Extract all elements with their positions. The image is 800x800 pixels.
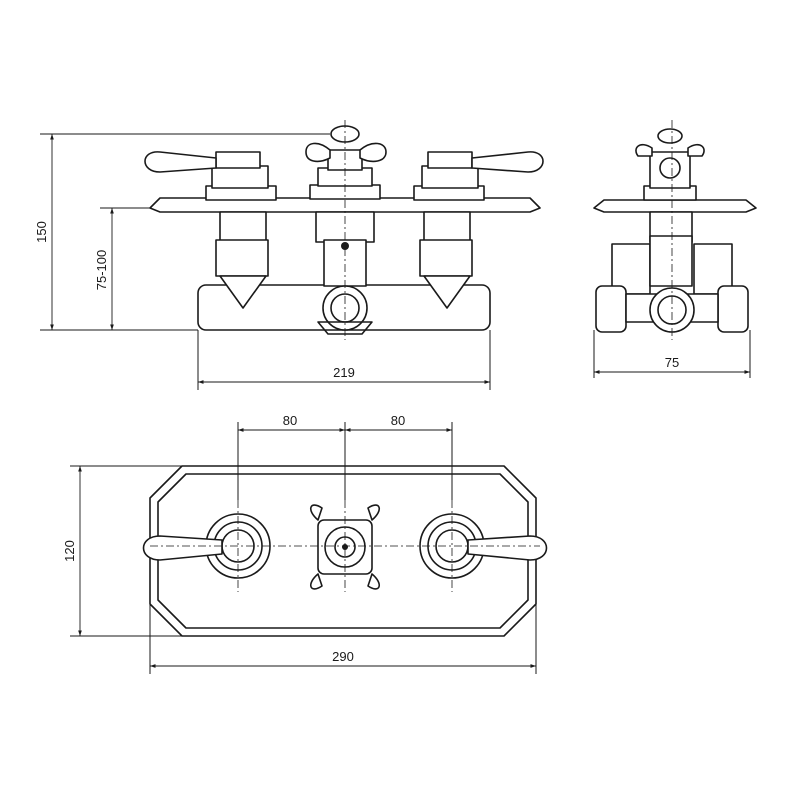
- front-elevation-view: [144, 120, 544, 340]
- side-dimensions: 75: [593, 330, 751, 378]
- right-handle-plan: [419, 513, 548, 579]
- dim-label-290: 290: [332, 649, 354, 664]
- dim-label-80-left: 80: [283, 413, 297, 428]
- dim-label-80-right: 80: [391, 413, 405, 428]
- dim-label-150: 150: [34, 221, 49, 243]
- dim-label-75-side: 75: [665, 355, 679, 370]
- plan-dimensions: 80 80 120 290: [62, 413, 537, 674]
- right-valve-front: [413, 151, 544, 309]
- middle-handle-plan: [310, 504, 380, 590]
- dim-label-75-100: 75-100: [94, 250, 109, 290]
- dim-label-120: 120: [62, 540, 77, 562]
- front-dimensions: 150 75-100 219: [34, 133, 491, 390]
- side-elevation-view: [593, 120, 757, 340]
- plan-view: [142, 465, 548, 637]
- dim-label-219: 219: [333, 365, 355, 380]
- left-valve-front: [144, 151, 277, 309]
